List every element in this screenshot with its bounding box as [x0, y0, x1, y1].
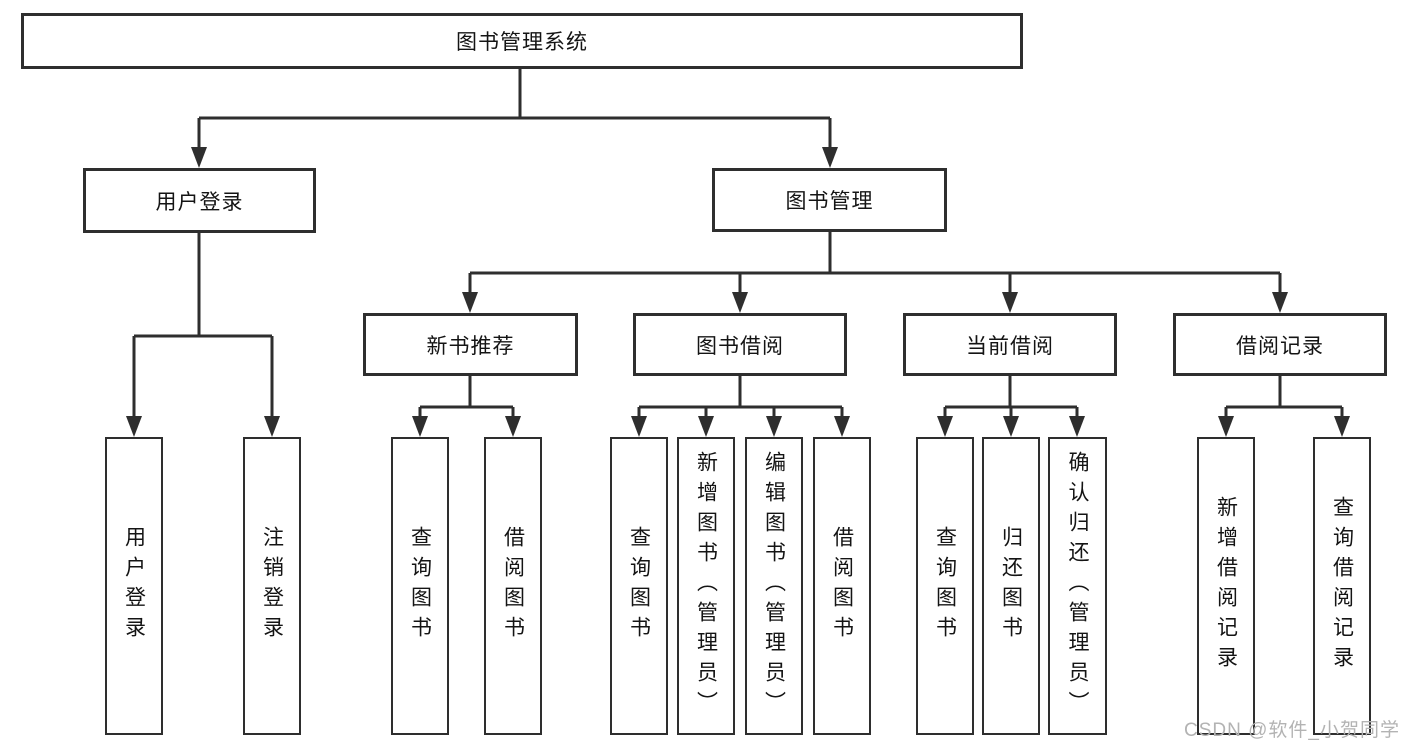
- node-leaf-add-books-admin: 新增图书（管理员）: [677, 437, 735, 735]
- leaf-label: 新增借阅记录: [1214, 496, 1238, 676]
- leaf-label: 查询借阅记录: [1330, 496, 1354, 676]
- csdn-watermark: CSDN @软件_小贺同学: [1184, 720, 1400, 741]
- node-leaf-user-login: 用户登录: [105, 437, 163, 735]
- node-leaf-confirm-return-admin: 确认归还（管理员）: [1048, 437, 1107, 735]
- leaf-label: 借阅图书: [830, 526, 854, 646]
- node-leaf-query-borrow-record: 查询借阅记录: [1313, 437, 1371, 735]
- leaf-label: 注销登录: [260, 526, 284, 646]
- node-borrow-records: 借阅记录: [1173, 313, 1387, 376]
- leaf-label: 查询图书: [627, 526, 651, 646]
- node-leaf-borrow-books-recommend: 借阅图书: [484, 437, 542, 735]
- leaf-label: 归还图书: [999, 526, 1023, 646]
- leaf-label: 查询图书: [933, 526, 957, 646]
- node-user-login: 用户登录: [83, 168, 316, 233]
- node-leaf-return-books: 归还图书: [982, 437, 1040, 735]
- node-leaf-edit-books-admin: 编辑图书（管理员）: [745, 437, 803, 735]
- node-new-book-recommend: 新书推荐: [363, 313, 578, 376]
- node-book-borrow: 图书借阅: [633, 313, 847, 376]
- leaf-label: 查询图书: [408, 526, 432, 646]
- leaf-label: 用户登录: [122, 526, 146, 646]
- node-root: 图书管理系统: [21, 13, 1023, 69]
- node-book-management: 图书管理: [712, 168, 947, 232]
- node-leaf-add-borrow-record: 新增借阅记录: [1197, 437, 1255, 735]
- node-current-borrow: 当前借阅: [903, 313, 1117, 376]
- node-leaf-logout: 注销登录: [243, 437, 301, 735]
- node-leaf-borrow-books: 借阅图书: [813, 437, 871, 735]
- leaf-label: 确认归还（管理员）: [1066, 451, 1089, 721]
- leaf-label: 借阅图书: [501, 526, 525, 646]
- node-leaf-query-books-borrow: 查询图书: [610, 437, 668, 735]
- leaf-label: 编辑图书（管理员）: [762, 451, 786, 721]
- node-leaf-query-books-recommend: 查询图书: [391, 437, 449, 735]
- node-leaf-query-books-current: 查询图书: [916, 437, 974, 735]
- leaf-label: 新增图书（管理员）: [694, 451, 718, 721]
